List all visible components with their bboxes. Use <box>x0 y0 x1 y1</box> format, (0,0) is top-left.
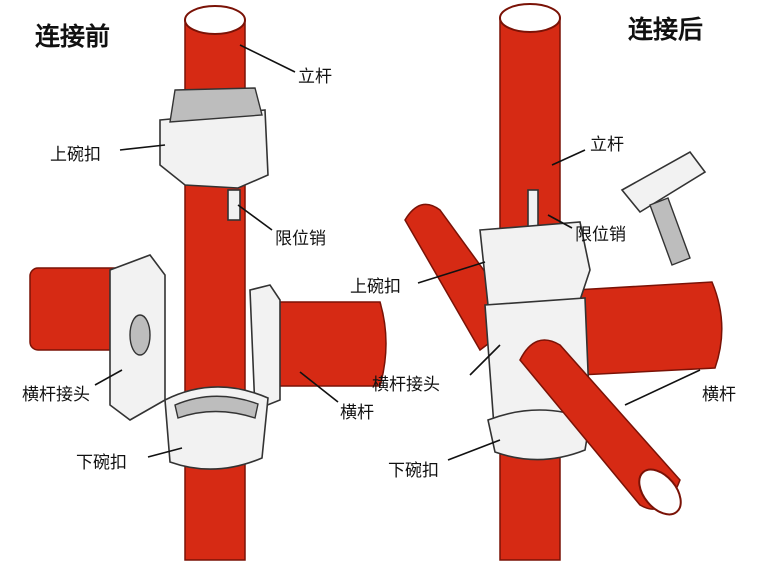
pole-side-fitting <box>249 284 281 412</box>
right-ledger-pipe <box>269 301 387 387</box>
limit-pin-after <box>527 189 539 231</box>
label-ledger-after: 横杆 <box>702 385 736 405</box>
pole-top-end-after <box>499 3 561 33</box>
label-upper-cup-after: 上碗扣 <box>350 277 401 297</box>
ledger-head-hole <box>129 314 151 356</box>
before-title: 连接前 <box>35 22 110 51</box>
hammer-head-icon <box>620 150 707 214</box>
leader-lines <box>94 44 701 461</box>
after-assembly <box>404 3 723 561</box>
pole-top-end <box>184 5 246 35</box>
label-ledger-head: 横杆接头 <box>22 385 90 405</box>
upper-cup <box>159 109 269 189</box>
label-limit-pin: 限位销 <box>275 229 326 249</box>
right-ledger-pipe-after <box>574 281 723 376</box>
upper-cup-after <box>479 221 591 306</box>
label-lower-cup-after: 下碗扣 <box>388 461 439 481</box>
after-title: 连接后 <box>628 15 703 44</box>
lower-cup-rim <box>174 395 259 419</box>
label-ledger-head-after: 横杆接头 <box>372 375 440 395</box>
upper-cup-top <box>169 87 263 123</box>
front-ledger-pipe <box>519 339 681 510</box>
label-lower-cup: 下碗扣 <box>76 453 127 473</box>
label-vertical-pole-after: 立杆 <box>590 135 624 155</box>
limit-pin <box>227 189 241 221</box>
front-pipe-end <box>638 468 682 516</box>
label-ledger: 横杆 <box>340 403 374 423</box>
hammer-handle-icon <box>649 197 691 266</box>
label-vertical-pole: 立杆 <box>298 67 332 87</box>
label-upper-cup: 上碗扣 <box>50 145 101 165</box>
before-assembly <box>29 5 387 561</box>
label-limit-pin-after: 限位销 <box>575 225 626 245</box>
